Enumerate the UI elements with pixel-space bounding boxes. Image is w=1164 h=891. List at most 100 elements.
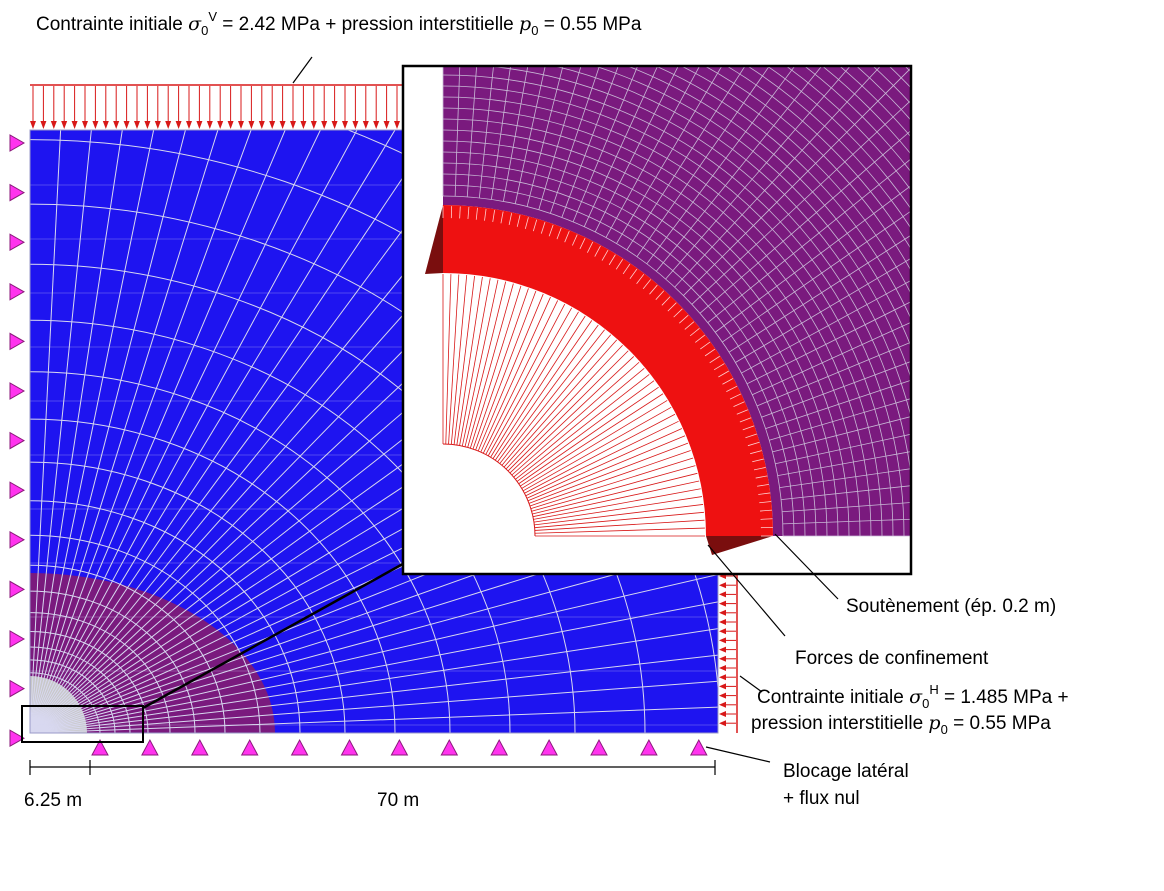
confinement-ray xyxy=(518,386,659,485)
load-arrowhead xyxy=(719,665,726,671)
confinement-ray xyxy=(494,320,593,461)
mesh-ray xyxy=(30,601,718,733)
confinement-ray xyxy=(533,496,703,523)
lining-arrow xyxy=(742,425,755,431)
load-arrowhead xyxy=(50,121,57,129)
confinement-ray xyxy=(532,472,698,515)
lining-arrow xyxy=(587,241,594,253)
triangle-icon xyxy=(340,738,359,756)
load-arrowhead xyxy=(373,121,380,129)
lining-arrow xyxy=(679,314,689,324)
mesh-ray xyxy=(30,628,718,733)
lining-arrow xyxy=(636,273,645,284)
mesh-ray xyxy=(777,451,911,477)
lining-arrow xyxy=(556,227,562,240)
lining-arrow xyxy=(695,334,706,343)
confinement-ray xyxy=(534,504,704,526)
zoom-connector xyxy=(142,558,411,710)
load-arrowhead xyxy=(719,609,726,616)
load-arrowhead xyxy=(258,121,265,129)
lining-arrow xyxy=(718,370,729,378)
mesh-ray xyxy=(583,66,659,227)
triangle-icon xyxy=(689,738,708,756)
confinement-ray xyxy=(467,283,514,448)
mesh-ray xyxy=(514,66,546,204)
confinement-ray xyxy=(534,527,705,534)
confinement-ray xyxy=(501,334,612,466)
bottom-bc-label-line2: + flux nul xyxy=(783,788,860,809)
mesh-ray xyxy=(538,66,582,210)
load-arrowhead xyxy=(352,121,359,129)
mesh-ray xyxy=(478,66,494,198)
confinement-ray xyxy=(516,380,655,482)
mesh-ray xyxy=(30,517,718,733)
load-arrowhead xyxy=(383,121,390,129)
confinement-ray xyxy=(461,279,499,447)
support-label: Soutènement (ép. 0.2 m) xyxy=(846,596,1056,617)
lining-arrow xyxy=(755,475,768,479)
mesh-ray xyxy=(782,502,911,513)
mesh-ray xyxy=(30,130,286,733)
mesh-ray xyxy=(775,433,911,465)
confinement-ray xyxy=(472,288,529,450)
left-boundary-markers xyxy=(9,134,26,748)
confinement-ray xyxy=(487,307,573,457)
lining-arrow xyxy=(736,409,749,415)
lining-arrow xyxy=(475,207,478,220)
mesh-ray xyxy=(665,66,851,280)
triangle-icon xyxy=(390,738,409,756)
lining-arrow xyxy=(739,417,752,423)
mesh-ray xyxy=(735,257,911,363)
dim-length-label: 70 m xyxy=(377,790,419,811)
load-arrowhead xyxy=(331,121,338,129)
mesh-ray xyxy=(594,66,679,233)
support-lining xyxy=(443,205,774,536)
lining-arrow xyxy=(726,385,738,392)
triangle-icon xyxy=(590,738,608,756)
mesh-ray xyxy=(781,485,911,501)
load-arrowhead xyxy=(719,582,726,589)
top-leader-line xyxy=(292,56,313,84)
lining-arrow xyxy=(524,217,529,229)
mesh-ray xyxy=(30,130,92,733)
confinement-ray xyxy=(499,329,605,464)
mesh-ray xyxy=(752,321,911,396)
confinement-ray xyxy=(533,488,701,520)
load-arrowhead xyxy=(719,692,726,699)
confinement-label: Forces de confinement xyxy=(795,648,989,669)
lining-arrow xyxy=(760,518,773,520)
mesh-ray xyxy=(616,66,723,244)
load-arrowhead xyxy=(719,600,726,607)
load-arrowhead xyxy=(154,121,161,129)
mesh-ray xyxy=(779,468,911,489)
lining-arrow xyxy=(733,401,745,408)
triangle-icon xyxy=(9,630,26,648)
confinement-ray xyxy=(480,296,551,453)
load-arrowhead xyxy=(30,121,36,129)
mesh-ray xyxy=(30,130,186,733)
mesh-ray xyxy=(30,130,155,733)
lining-arrow xyxy=(729,393,742,400)
lining-arrow xyxy=(750,450,762,455)
confinement-ray xyxy=(464,281,507,447)
lining-arrow xyxy=(661,296,671,306)
mesh-ray xyxy=(30,654,718,733)
inset-mesh-grid xyxy=(442,66,911,537)
confinement-ray xyxy=(513,367,645,478)
mesh-ray xyxy=(490,66,511,200)
load-arrowhead xyxy=(40,121,47,129)
load-arrowhead xyxy=(269,121,276,129)
mesh-ray xyxy=(466,66,478,197)
triangle-icon xyxy=(9,729,26,748)
load-arrowhead xyxy=(61,121,68,129)
right-leader-line xyxy=(739,675,763,693)
confinement-ray xyxy=(505,344,623,470)
confinement-ray xyxy=(528,442,689,504)
mesh-ray xyxy=(30,680,718,733)
lining-arrow xyxy=(759,509,773,512)
mesh-arc xyxy=(442,195,784,537)
mesh-ray xyxy=(691,99,911,305)
right-load-label-line2: pression interstitielle p0 = 0.55 MPa xyxy=(751,712,1051,737)
load-arrowhead xyxy=(719,711,726,717)
